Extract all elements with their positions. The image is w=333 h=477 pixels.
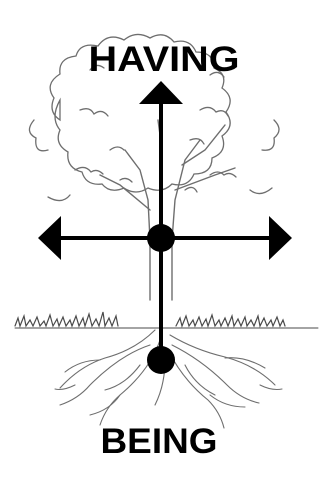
grass-line [15, 312, 318, 328]
crossing-dot-icon [147, 224, 175, 252]
arrow-right-icon [269, 216, 292, 260]
label-having: HAVING [89, 40, 240, 79]
tree-roots [55, 330, 282, 428]
cross-arrows [38, 81, 292, 374]
root-dot-icon [147, 346, 175, 374]
label-being: BEING [101, 422, 218, 461]
arrow-up-icon [139, 81, 183, 104]
arrow-left-icon [38, 216, 61, 260]
